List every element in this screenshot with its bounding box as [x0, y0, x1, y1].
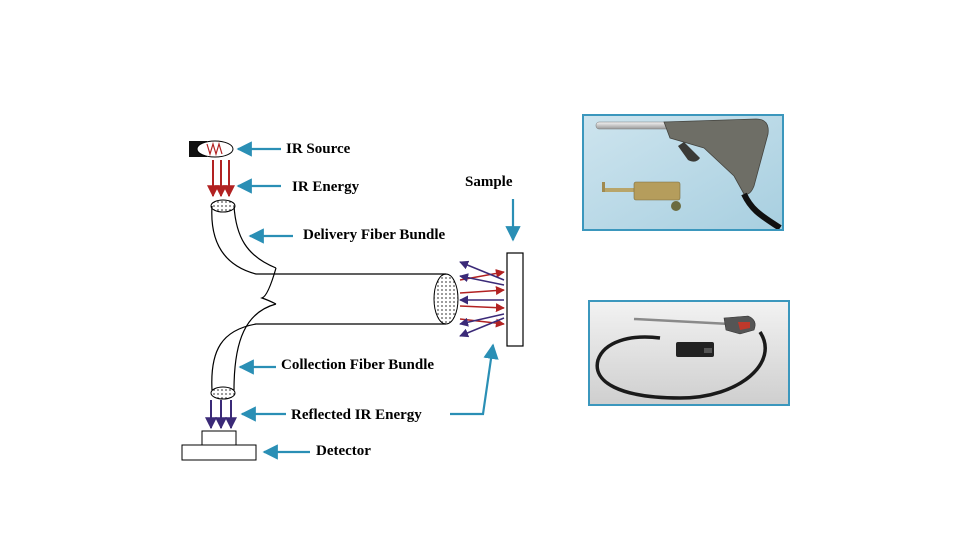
probe-cable-photo [588, 300, 790, 406]
pointer-arrows [236, 141, 521, 460]
detector [181, 430, 257, 461]
ir-energy-label: IR Energy [292, 179, 360, 195]
probe-ray-arrows [459, 260, 505, 338]
ir-source [189, 140, 234, 158]
ir-source-label: IR Source [286, 141, 351, 157]
collection-fiber-bundle-label: Collection Fiber Bundle [281, 357, 435, 373]
sample-plate [506, 252, 524, 347]
sample-label: Sample [465, 174, 513, 190]
reflected-energy-arrows [205, 400, 237, 430]
delivery-fiber-bundle-label: Delivery Fiber Bundle [303, 227, 446, 243]
detector-label: Detector [316, 443, 371, 459]
ir-energy-arrows [207, 160, 235, 198]
fiber-bundle [210, 199, 459, 400]
probe-handle-photo [582, 114, 784, 231]
reflected-ir-energy-label: Reflected IR Energy [291, 407, 422, 423]
